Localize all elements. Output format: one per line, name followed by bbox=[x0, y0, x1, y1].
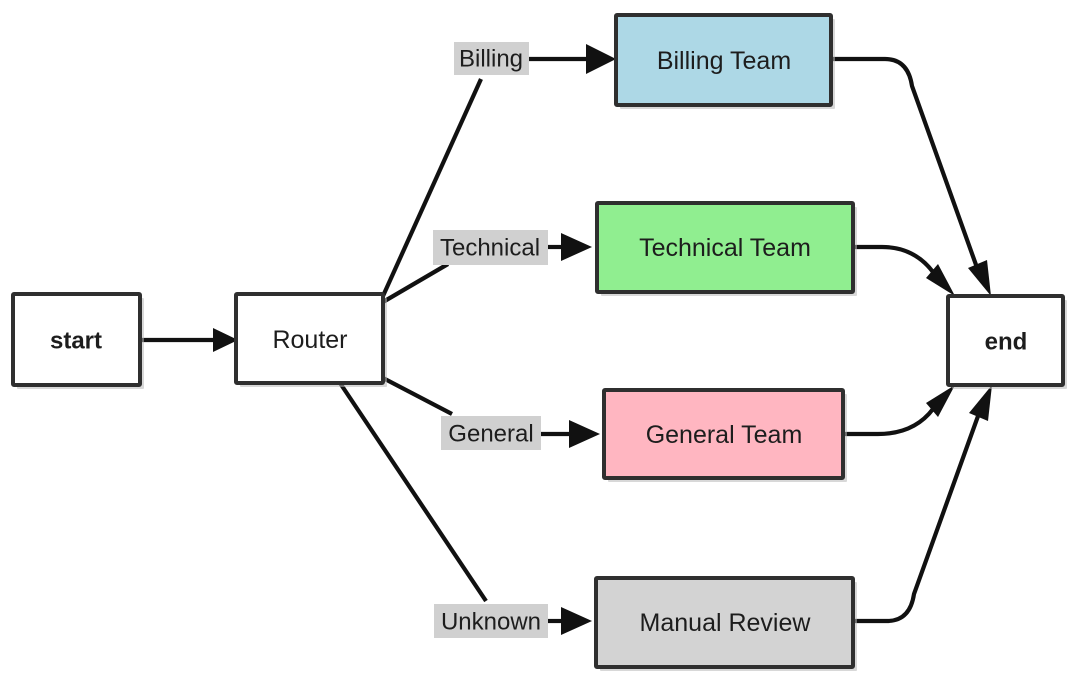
edge-unknown-to-manual-review bbox=[547, 607, 592, 635]
node-end-box[interactable] bbox=[946, 294, 1065, 387]
node-start[interactable]: start bbox=[11, 292, 144, 389]
node-start-label: start bbox=[50, 328, 102, 355]
node-router[interactable]: Router bbox=[234, 292, 387, 387]
edge-general-team-to-end bbox=[843, 385, 955, 437]
arrowhead-end-from-manual-review bbox=[969, 385, 992, 421]
node-billing-team[interactable]: Billing Team bbox=[614, 13, 835, 109]
node-manual-review-label: Manual Review bbox=[640, 609, 812, 637]
edge-label-general: General bbox=[441, 416, 541, 450]
edge-router-to-billing bbox=[381, 78, 483, 297]
edge-label-unknown-text: Unknown bbox=[441, 609, 541, 636]
edge-technical-to-technical-team bbox=[547, 233, 592, 261]
node-billing-team-box[interactable] bbox=[614, 13, 833, 107]
edge-label-billing-text: Billing bbox=[459, 46, 523, 73]
node-general-team-label: General Team bbox=[646, 421, 803, 449]
node-router-box[interactable] bbox=[234, 292, 385, 385]
edge-manual-review-to-end bbox=[853, 385, 992, 624]
node-technical-team-label: Technical Team bbox=[639, 234, 811, 262]
node-start-box[interactable] bbox=[11, 292, 142, 387]
arrowhead-billing-team bbox=[586, 44, 616, 74]
node-end[interactable]: end bbox=[946, 294, 1067, 389]
edge-router-to-unknown bbox=[338, 381, 488, 603]
node-billing-team-label: Billing Team bbox=[657, 47, 791, 75]
edge-label-technical-text: Technical bbox=[440, 235, 540, 262]
edge-label-general-text: General bbox=[448, 421, 533, 448]
arrowhead-end-from-technical bbox=[926, 264, 955, 296]
arrowhead-general-team bbox=[569, 420, 600, 448]
edge-general-to-general-team bbox=[540, 420, 600, 448]
node-technical-team[interactable]: Technical Team bbox=[595, 201, 857, 296]
edge-router-to-general bbox=[382, 376, 453, 416]
edge-label-technical: Technical bbox=[433, 230, 548, 265]
edge-start-to-router bbox=[140, 328, 238, 352]
arrowhead-technical-team bbox=[561, 233, 592, 261]
arrowhead-end-from-billing bbox=[968, 260, 991, 296]
node-technical-team-box[interactable] bbox=[595, 201, 855, 294]
edge-technical-team-to-end bbox=[853, 244, 955, 296]
edge-router-to-technical bbox=[381, 262, 450, 304]
node-general-team-box[interactable] bbox=[602, 388, 845, 480]
node-router-label: Router bbox=[272, 326, 347, 354]
edge-billing-team-to-end bbox=[831, 56, 991, 296]
node-manual-review[interactable]: Manual Review bbox=[594, 576, 857, 671]
node-manual-review-box[interactable] bbox=[594, 576, 855, 669]
node-end-label: end bbox=[985, 329, 1028, 356]
arrowhead-router bbox=[213, 328, 238, 352]
node-general-team[interactable]: General Team bbox=[602, 388, 847, 482]
edge-label-billing: Billing bbox=[454, 42, 529, 75]
edge-billing-to-billing-team bbox=[528, 44, 616, 74]
arrowhead-manual-review bbox=[561, 607, 592, 635]
arrowhead-end-from-general bbox=[926, 385, 955, 417]
edge-label-unknown: Unknown bbox=[434, 604, 548, 638]
